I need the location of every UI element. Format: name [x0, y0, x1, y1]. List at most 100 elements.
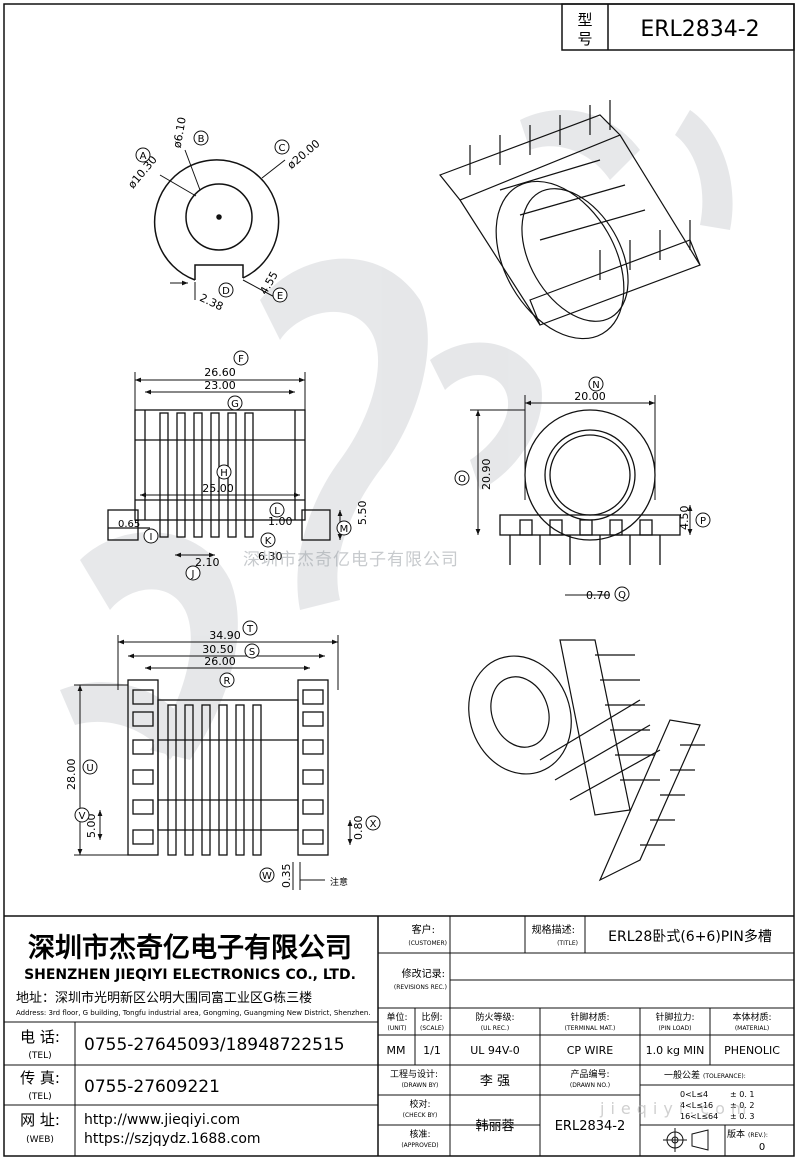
end-view: [153, 149, 286, 301]
tol-value-3: ± 0. 3: [730, 1112, 755, 1121]
side-view: [470, 395, 693, 596]
balloon-v: V: [74, 807, 90, 823]
fire-label: 防火等级:: [475, 1011, 514, 1023]
tol-value-2: ± 0. 2: [730, 1101, 755, 1110]
dim-p-value: 4.50: [678, 506, 691, 531]
spec-label: 规格描述:: [532, 923, 575, 936]
balloon-g: G: [227, 395, 243, 411]
svg-text:O: O: [458, 474, 466, 485]
svg-text:A: A: [140, 151, 147, 162]
dim-v-value: 5.00: [85, 814, 98, 839]
version-label: 版本: [727, 1128, 745, 1140]
drawn-value: 李 强: [480, 1074, 510, 1089]
svg-text:D: D: [222, 286, 230, 297]
spec-value: ERL28卧式(6+6)PIN多槽: [608, 928, 772, 945]
balloon-q: Q: [614, 586, 630, 602]
version-value: 0: [759, 1142, 765, 1153]
balloon-j: J: [185, 565, 201, 581]
part-value: ERL2834-2: [555, 1119, 626, 1134]
dim-n-value: 20.00: [574, 390, 606, 403]
pin-mat-label: 针脚材质:: [570, 1011, 609, 1023]
balloon-o: O: [454, 470, 470, 486]
web-value-1[interactable]: http://www.jieqiyi.com: [84, 1112, 240, 1128]
part-sub: (DRAWN NO.): [570, 1082, 610, 1089]
svg-text:R: R: [224, 676, 231, 687]
company-address-en: Address: 3rd floor, G building, Tongfu i…: [16, 1009, 371, 1017]
balloon-d: D: [218, 282, 234, 298]
tol-range-3: 16<L≤64: [680, 1112, 718, 1121]
tol-range-1: 0<L≤4: [680, 1090, 708, 1099]
unit-label: 单位:: [386, 1011, 407, 1023]
svg-text:I: I: [150, 532, 153, 543]
svg-text:F: F: [238, 354, 244, 365]
balloon-i: I: [143, 528, 159, 544]
tel-value: 0755-27645093/18948722515: [84, 1035, 345, 1055]
balloon-x: X: [365, 815, 381, 831]
balloon-n: N: [588, 376, 604, 392]
tolerance-label: 一般公差: [664, 1069, 700, 1081]
tel-label: 电 话:: [20, 1028, 60, 1046]
unit-value: MM: [387, 1044, 406, 1057]
pin-mat-sub: (TERMINAL MAT.): [565, 1025, 616, 1032]
balloon-w: W: [259, 867, 275, 883]
balloon-e: E: [272, 287, 288, 303]
dim-r-value: 26.00: [204, 655, 236, 668]
svg-text:P: P: [700, 516, 706, 527]
svg-text:T: T: [246, 624, 254, 635]
dim-o-value: 20.90: [480, 459, 493, 491]
part-label: 产品编号:: [570, 1068, 609, 1080]
sheet-border: [3, 3, 795, 1157]
balloon-b: B: [193, 130, 209, 146]
dim-s-value: 30.50: [202, 643, 234, 656]
check-value: 韩丽蓉: [475, 1119, 514, 1134]
balloon-s: S: [244, 643, 260, 659]
isometric-view-bottom: [468, 639, 705, 882]
svg-text:W: W: [262, 871, 272, 882]
balloon-f: F: [233, 350, 249, 366]
company-name-cn: 深圳市杰奇亿电子有限公司: [28, 932, 352, 964]
balloon-t: T: [242, 620, 258, 636]
company-address-cn: 地址：深圳市光明新区公明大围同富工业区G栋三楼: [16, 990, 312, 1006]
rev-sub: (REVISIONS REC.): [394, 984, 447, 991]
svg-text:G: G: [231, 399, 239, 410]
approve-sub: (APPROVED): [401, 1142, 438, 1149]
svg-text:K: K: [265, 536, 272, 547]
bottom-view: [74, 635, 353, 890]
balloon-u: U: [82, 759, 98, 775]
balloon-r: R: [219, 672, 235, 688]
approve-label: 核准:: [409, 1128, 430, 1140]
balloon-a: A: [135, 147, 151, 163]
note-label: 注意: [330, 876, 348, 888]
balloon-c: C: [274, 139, 290, 155]
dim-f-value: 26.60: [204, 366, 236, 379]
watermark-text: 深圳市杰奇亿电子有限公司: [243, 550, 459, 570]
spec-sub: (TITLE): [557, 940, 578, 947]
svg-text:C: C: [279, 143, 286, 154]
pin-mat-value: CP WIRE: [567, 1044, 614, 1057]
svg-text:B: B: [198, 134, 205, 145]
model-label-2: 号: [577, 30, 592, 48]
web-value-2[interactable]: https://szjqydz.1688.com: [84, 1131, 261, 1147]
customer-label: 客户:: [412, 923, 435, 936]
dim-i-value: 0.65: [118, 519, 140, 530]
web-label: 网 址:: [20, 1111, 60, 1129]
tol-value-1: ± 0. 1: [730, 1090, 755, 1099]
svg-text:J: J: [191, 569, 195, 580]
dim-h-value: 25.00: [202, 482, 234, 495]
balloon-h: H: [216, 464, 232, 480]
svg-text:L: L: [274, 506, 280, 517]
dim-g-value: 23.00: [204, 379, 236, 392]
scale-label: 比例:: [421, 1011, 442, 1023]
customer-sub: (CUSTOMER): [408, 940, 447, 947]
model-box: 型 号 ERL2834-2: [561, 3, 795, 51]
material-sub: (MATERIAL): [735, 1025, 769, 1032]
pin-load-value: 1.0 kg MIN: [646, 1044, 705, 1057]
watermark-url: jieqiyi.com: [600, 1099, 753, 1118]
dim-j-value: 2.10: [195, 556, 220, 569]
svg-text:Q: Q: [618, 590, 626, 601]
dim-k-value: 6.30: [258, 550, 283, 563]
material-label: 本体材质:: [732, 1011, 771, 1023]
drawn-sub: (DRAWN BY): [402, 1082, 439, 1089]
dim-b-value: ø6.10: [171, 116, 189, 149]
